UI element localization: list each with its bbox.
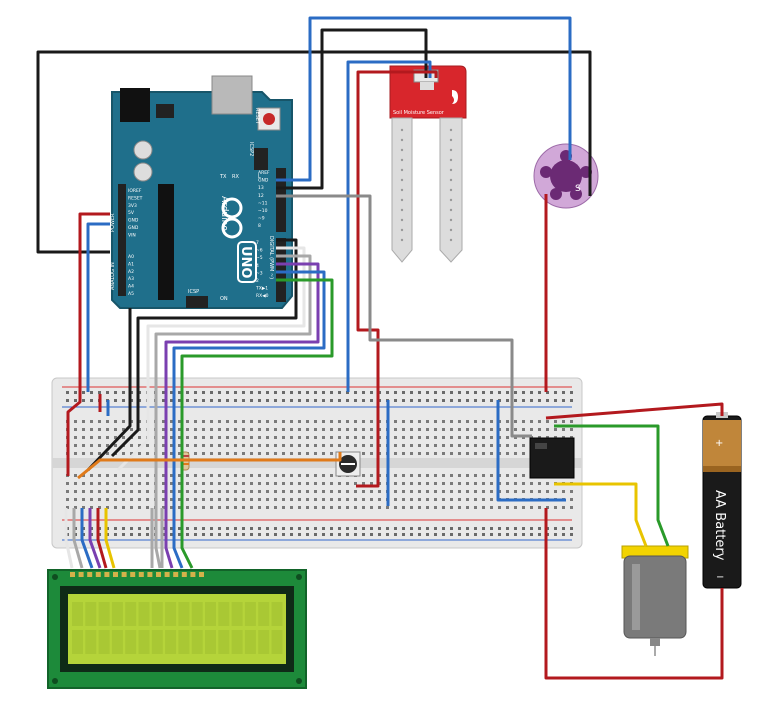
arduino-logo-icon [221, 197, 243, 239]
battery-minus-sign: − [716, 572, 724, 583]
wire-lcd-gray [72, 508, 84, 569]
wire-red-5v [66, 212, 110, 476]
svg-text:~6: ~6 [256, 248, 263, 254]
relay-module [529, 437, 575, 479]
wire-green-d2 [180, 278, 334, 569]
wires [36, 16, 724, 680]
arduino-brand-text: Arduino [219, 196, 229, 231]
lcd-pin-header [70, 572, 204, 577]
svg-text:A2: A2 [128, 269, 134, 275]
wire-black-gnd-loop [36, 50, 592, 254]
wire-blue-gnd [86, 222, 110, 392]
svg-text:GND: GND [258, 178, 269, 184]
svg-text:~5: ~5 [256, 255, 263, 261]
aa-battery: + AA Battery − [702, 412, 742, 589]
arduino-model-text: UNO [238, 246, 253, 279]
arduino-reset-label: RESET [254, 108, 260, 125]
wire-red-sensor [356, 70, 438, 488]
lcd-cells [72, 602, 283, 654]
wire-lcd-red [96, 508, 108, 569]
sensor-probe-traces [400, 128, 453, 242]
wire-black-arduino [86, 308, 132, 472]
arduino-icsp2-label: ICSP2 [248, 142, 254, 156]
arduino-on-label: ON [220, 296, 228, 302]
svg-text:~11: ~11 [258, 200, 268, 206]
wire-blue-sensor [346, 60, 432, 392]
arduino-analog-label: ANALOG IN [110, 262, 116, 290]
svg-text:5V: 5V [128, 210, 135, 216]
sensor-logo-icon [452, 90, 458, 104]
wire-gray-d5 [154, 254, 312, 569]
svg-text:3V3: 3V3 [128, 203, 137, 209]
wire-yellow-motor [554, 482, 648, 547]
wire-lcd-purple [88, 508, 102, 569]
svg-text:4: 4 [256, 263, 259, 269]
wire-blue-d3 [172, 270, 326, 569]
svg-text:TX▶1: TX▶1 [255, 286, 268, 292]
wire-orange-pot [77, 452, 342, 480]
svg-text:12: 12 [258, 193, 264, 199]
arduino-digital-label: DIGITAL (PWM ~) [268, 236, 274, 279]
wire-blue-button [276, 16, 572, 182]
arduino-power-label: POWER [110, 213, 116, 232]
arduino-l-label: L [258, 174, 261, 180]
wire-black-d7 [110, 238, 298, 458]
wire-purple-d4 [164, 262, 320, 569]
wire-black-sensor [276, 28, 428, 190]
wire-lcd-yellow [104, 508, 116, 569]
wire-red-battery [545, 402, 724, 420]
svg-text:RESET: RESET [128, 195, 143, 201]
svg-text:2: 2 [256, 278, 259, 284]
battery-plus-sign: + [715, 438, 723, 449]
wire-green-motor [554, 424, 670, 547]
lcd-display [47, 569, 307, 689]
svg-text:A4: A4 [128, 284, 134, 290]
svg-text:A5: A5 [128, 291, 134, 297]
sensor-title: Soil Moisture Sensor [393, 110, 445, 116]
soil-moisture-sensor: Soil Moisture Sensor [389, 65, 467, 263]
wire-blue-rail-right [496, 400, 566, 502]
button-s-label: S [575, 184, 581, 194]
arduino-icsp-label: ICSP [188, 289, 199, 295]
svg-text:IOREF: IOREF [128, 188, 142, 194]
arduino-pin-labels: IOREFRESET3V35VGNDGNDVINA0A1A2A3A4A5AREF… [128, 170, 270, 299]
svg-text:GND: GND [128, 225, 139, 231]
wire-lcd-white [64, 508, 74, 569]
wire-white-d6 [116, 246, 306, 472]
svg-text:~10: ~10 [258, 208, 268, 214]
arduino-tx-label: TX [219, 174, 227, 180]
wire-gray-relay [276, 194, 532, 438]
push-button: S [533, 143, 599, 209]
arduino-uno-board: Arduino UNO DIGITAL (PWM ~) POWER ANALOG… [110, 75, 293, 309]
wire-lcd-blue [80, 508, 94, 569]
svg-text:A3: A3 [128, 276, 134, 282]
svg-text:13: 13 [258, 185, 264, 191]
arduino-rx-label: RX [232, 174, 239, 180]
svg-text:A1: A1 [128, 261, 134, 267]
svg-text:VIN: VIN [128, 232, 136, 238]
svg-text:~3: ~3 [256, 270, 263, 276]
svg-text:~9: ~9 [258, 216, 265, 222]
svg-text:AREF: AREF [258, 170, 270, 176]
dc-motor [621, 545, 689, 656]
svg-text:A0: A0 [128, 254, 134, 260]
wire-red-battery-return [544, 508, 724, 680]
svg-text:GND: GND [128, 218, 139, 224]
svg-text:RX◀0: RX◀0 [256, 293, 269, 299]
battery-label: AA Battery [712, 490, 727, 561]
svg-text:8: 8 [258, 223, 261, 229]
svg-text:7: 7 [256, 240, 259, 246]
